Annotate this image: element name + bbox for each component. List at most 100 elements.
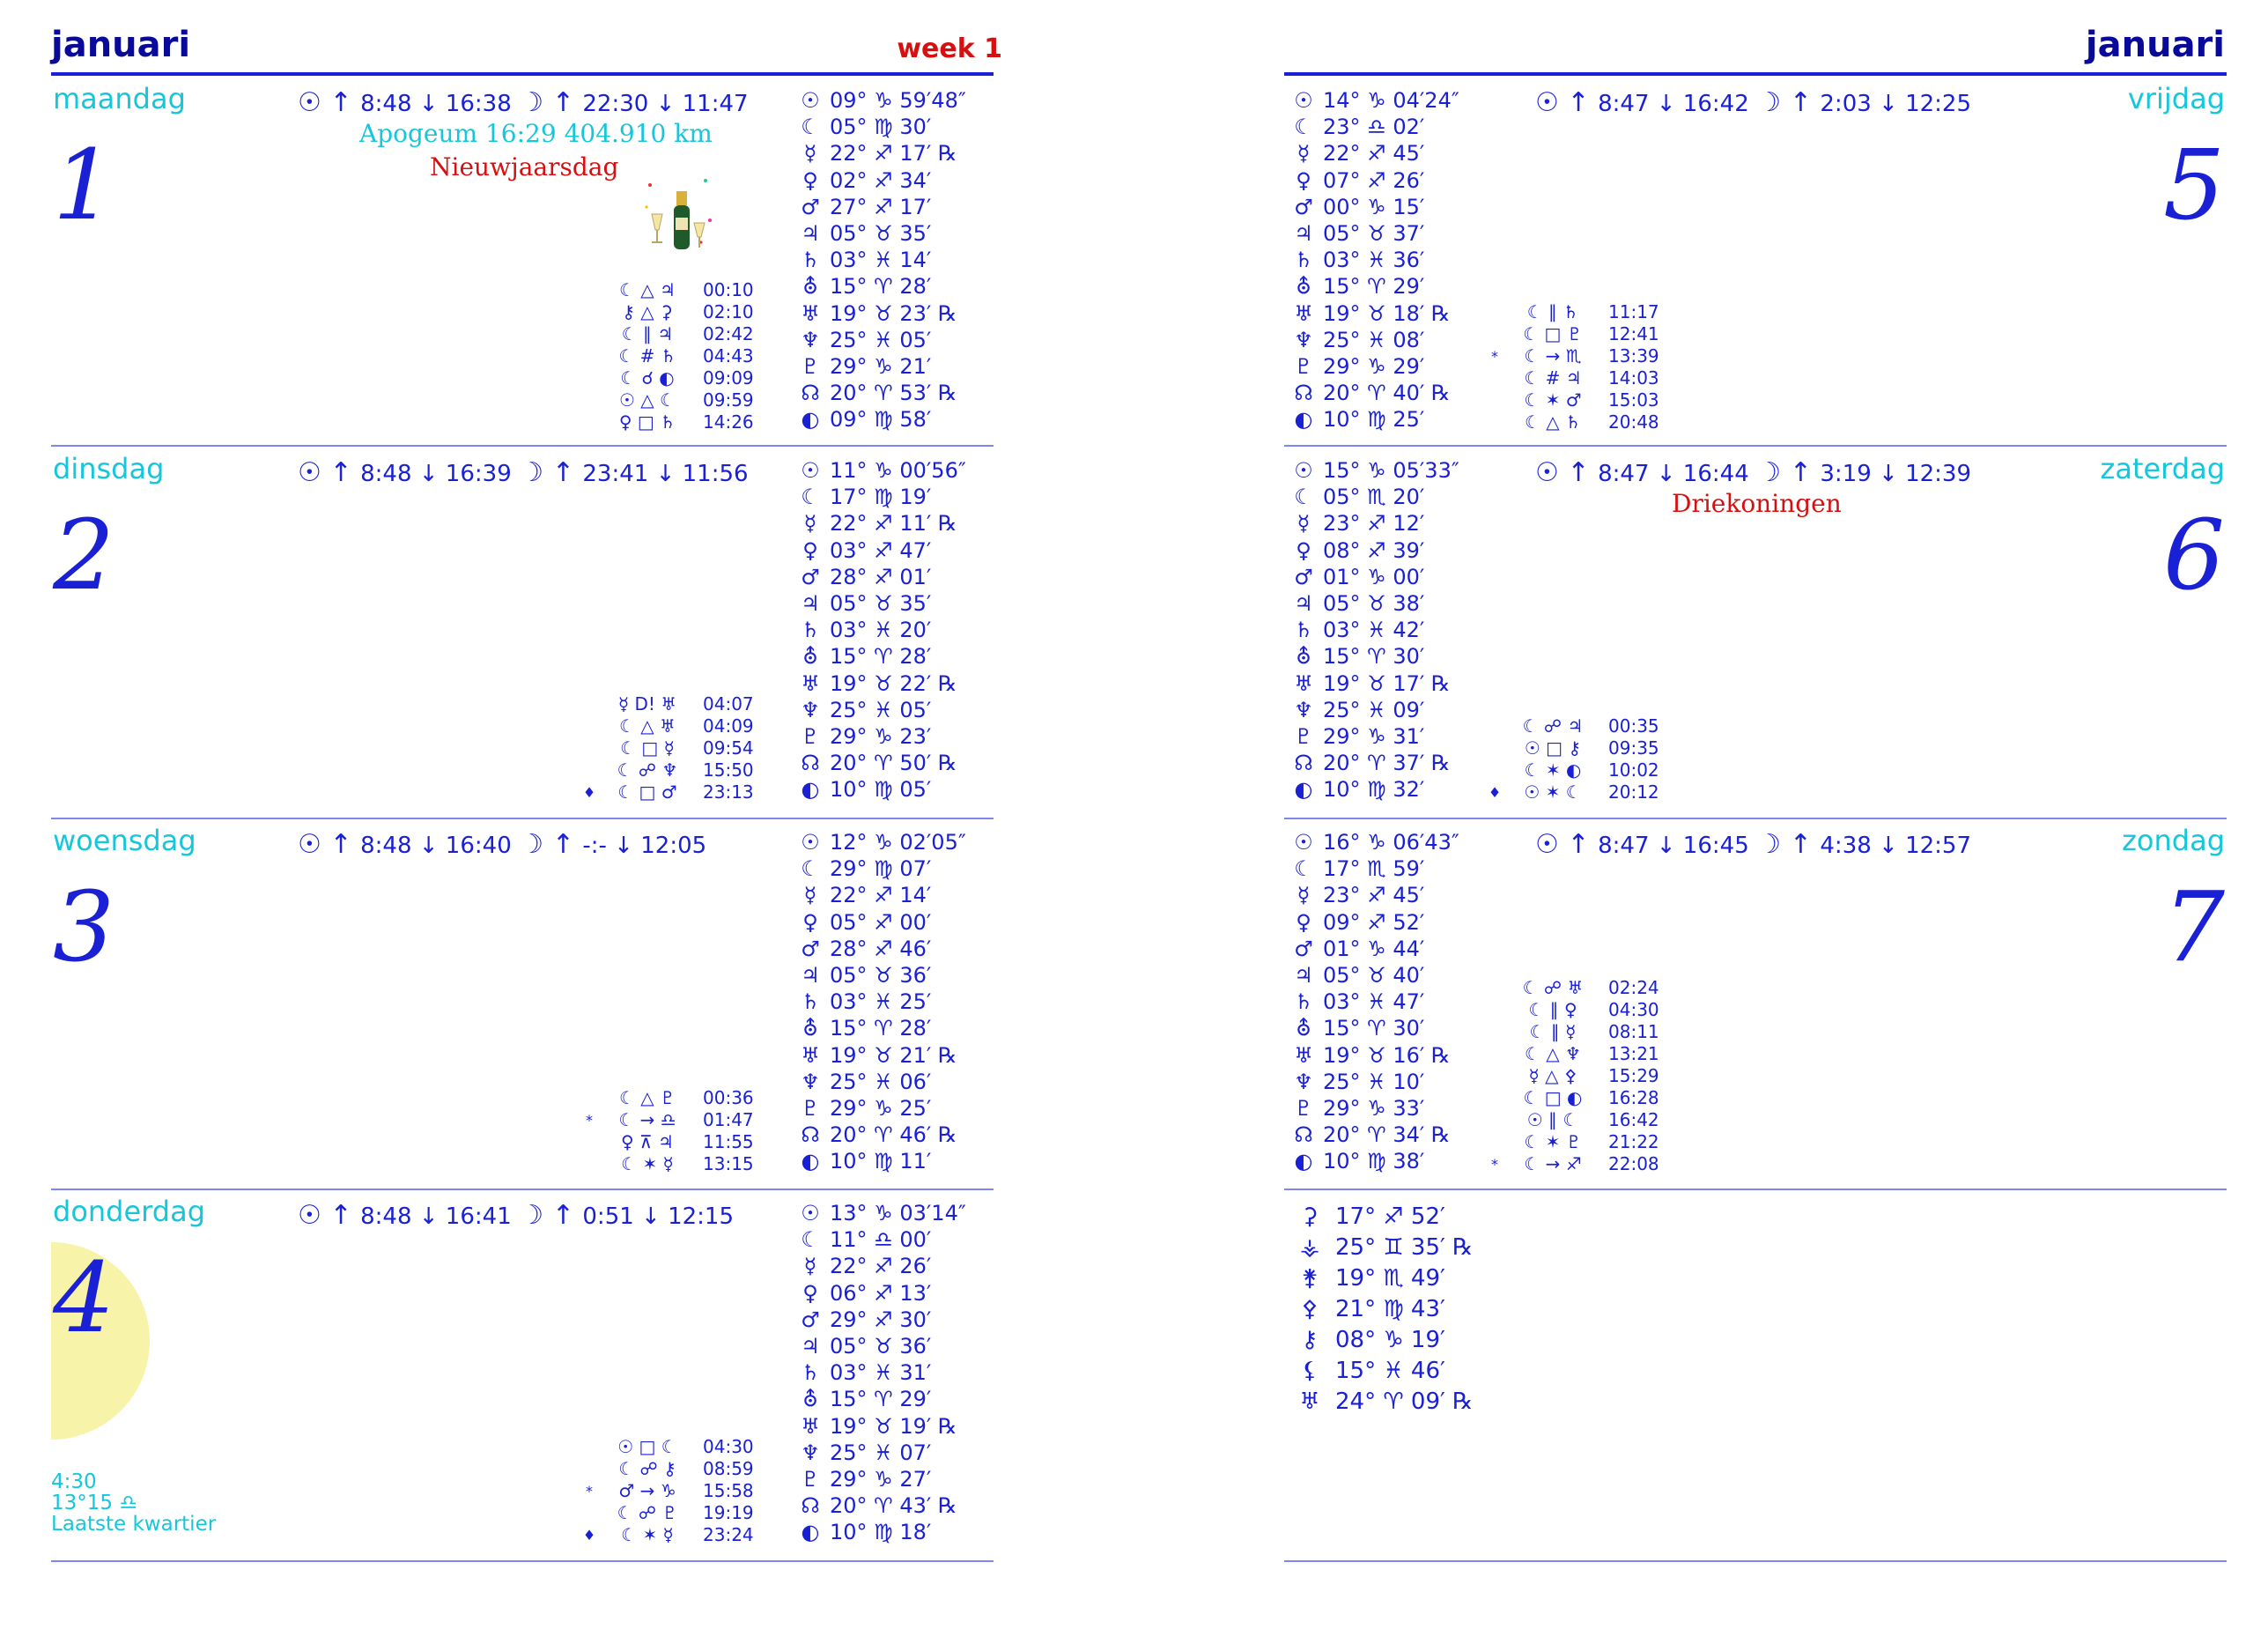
planet-row: ☿23° ♐ 12′	[1284, 510, 1459, 537]
planet-row: ♂01° ♑ 44′	[1284, 936, 1459, 962]
holiday-label: Driekoningen	[1672, 489, 1842, 518]
planet-position: 00° ♑ 15′	[1323, 194, 1425, 219]
planet-glyph-icon: ◐	[1294, 407, 1313, 433]
sun-icon: ☉ ↑	[1535, 457, 1599, 488]
aspect-marker	[1485, 367, 1504, 389]
planet-glyph-icon: ☉	[801, 1201, 820, 1225]
planet-position: 20° ♈ 40′ ℞	[1323, 381, 1451, 406]
planet-glyph-icon: ♃	[1294, 221, 1313, 247]
aspect-time: 23:13	[703, 781, 754, 803]
planet-glyph-icon: ⛢	[1296, 274, 1311, 300]
planet-glyph-icon: ☿	[803, 883, 817, 908]
planet-row: ☉09° ♑ 59′48″	[791, 87, 966, 114]
aspect-list: ☾ ☍ ♃00:35☉ □ ⚷09:35☾ ✶ ◐10:02♦☉ ✶ ☾20:1…	[1485, 715, 1688, 803]
aspect-time: 13:15	[703, 1152, 754, 1174]
aspect-marker	[580, 1153, 599, 1175]
aspect-row: ⚷ △ ⚳02:10	[580, 301, 782, 323]
aspect-row: ☉ □ ⚷09:35	[1485, 737, 1688, 759]
aspect-time: 09:59	[703, 389, 754, 411]
planet-row: ♇29° ♑ 29′	[1284, 353, 1459, 380]
planet-row: ♅19° ♉ 22′ ℞	[791, 670, 966, 697]
planet-glyph-icon: ♅	[1294, 1042, 1313, 1068]
planet-glyph-icon: ☊	[801, 1122, 820, 1148]
day-name: zondag	[2122, 824, 2225, 857]
aspect-marker	[1485, 737, 1504, 759]
planet-glyph-icon: ♆	[801, 327, 820, 352]
planet-row: ☉14° ♑ 04′24″	[1284, 87, 1459, 114]
aspect-marker	[1485, 301, 1504, 323]
aspect-row: ☾ △ ♇00:36	[580, 1087, 782, 1109]
aspect-glyphs: ☾ □ ♇	[1523, 322, 1583, 344]
planet-glyph-icon: ♅	[1294, 670, 1313, 696]
planet-position: 12° ♑ 02′05″	[830, 830, 966, 855]
moon-phase-label: Laatste kwartier	[51, 1513, 217, 1536]
planet-row: ♆25° ♓ 07′	[791, 1440, 966, 1466]
aspect-marker	[1485, 715, 1504, 737]
moon-icon: ☽ ↑	[1748, 87, 1821, 118]
planet-position: 20° ♈ 34′ ℞	[1323, 1122, 1451, 1148]
planet-glyph-icon: ♅	[801, 670, 820, 696]
planet-row: ☾17° ♏ 59′	[1284, 855, 1459, 882]
aspect-time: 11:55	[703, 1130, 754, 1152]
day-number: 2	[53, 499, 115, 611]
aspect-glyphs: ☾ # ♄	[618, 344, 676, 367]
extra-body-row: ⚴21° ♍ 43′	[1284, 1294, 1473, 1325]
aspect-time: 09:54	[703, 737, 754, 759]
day-separator	[1284, 445, 2227, 447]
planet-glyph-icon: ♅	[801, 300, 820, 326]
aspect-time: 02:42	[703, 322, 754, 344]
planet-row: ♂28° ♐ 46′	[791, 936, 966, 962]
planet-glyph-icon: ◐	[801, 1520, 820, 1545]
planet-glyph-icon: ♅	[801, 1042, 820, 1068]
planet-row: ☾29° ♍ 07′	[791, 855, 966, 882]
planet-row: ◐10° ♍ 05′	[791, 776, 966, 803]
planet-position: 23° ♐ 12′	[1323, 511, 1425, 537]
planet-row: ♂01° ♑ 00′	[1284, 564, 1459, 590]
planet-position: 22° ♐ 45′	[1323, 141, 1425, 167]
planet-row: ☉15° ♑ 05′33″	[1284, 457, 1459, 484]
planet-position: 25° ♓ 05′	[830, 697, 932, 722]
planet-row: ⛢15° ♈ 28′	[791, 273, 966, 300]
planet-positions: ☉16° ♑ 06′43″☾17° ♏ 59′☿23° ♐ 45′♀09° ♐ …	[1284, 829, 1459, 1175]
planet-position: 15° ♈ 28′	[830, 274, 932, 300]
planet-glyph-icon: ⛢	[1296, 1016, 1311, 1041]
planet-row: ☊20° ♈ 50′ ℞	[791, 750, 966, 776]
rise-set-times: ☉ ↑ 8:48 ↓ 16:39 ☽ ↑ 23:41 ↓ 11:56	[298, 457, 749, 488]
aspect-glyphs: ♂ → ♑	[618, 1479, 676, 1501]
sun-rise-set: 8:47 ↓ 16:44	[1598, 461, 1749, 487]
planet-glyph-icon: ♄	[801, 618, 820, 643]
aspect-time: 02:10	[703, 300, 754, 322]
planet-position: 03° ♓ 25′	[830, 989, 932, 1015]
planet-glyph-icon: ⛢	[1296, 644, 1311, 670]
moon-phase-time: 4:30	[51, 1470, 97, 1493]
day-number: 3	[53, 870, 115, 983]
aspect-glyphs: ☾ → ♎	[618, 1108, 676, 1130]
planet-row: ♆25° ♓ 08′	[1284, 327, 1459, 353]
planet-row: ☉11° ♑ 00′56″	[791, 457, 966, 484]
day-name: woensdag	[53, 824, 196, 857]
aspect-marker	[1485, 759, 1504, 781]
moon-rise-set: 0:51 ↓ 12:15	[582, 1203, 735, 1230]
planet-position: 20° ♈ 50′ ℞	[830, 751, 957, 776]
planet-position: 19° ♉ 21′ ℞	[830, 1042, 957, 1068]
planet-row: ♃05° ♉ 35′	[791, 220, 966, 247]
planet-glyph-icon: ☾	[1294, 115, 1313, 140]
aspect-glyphs: ☾ △ ♅	[619, 715, 676, 737]
planet-glyph-icon: ♂	[1294, 194, 1313, 219]
aspect-time: 21:22	[1608, 1130, 1659, 1152]
planet-glyph-icon: ♂	[801, 194, 820, 219]
planet-row: ♃05° ♉ 38′	[1284, 590, 1459, 617]
aspect-glyphs: ☾ ✶ ♂	[1524, 389, 1582, 411]
planet-position: 29° ♐ 30′	[830, 1307, 932, 1332]
planet-row: ♄03° ♓ 42′	[1284, 617, 1459, 643]
aspect-glyphs: ☾ □ ◐	[1523, 1086, 1583, 1108]
rise-set-times: ☉ ↑ 8:47 ↓ 16:45 ☽ ↑ 4:38 ↓ 12:57	[1535, 829, 1971, 860]
aspect-time: 09:35	[1608, 737, 1659, 759]
aspect-glyphs: ☉ □ ☾	[617, 1435, 677, 1457]
rise-set-times: ☉ ↑ 8:48 ↓ 16:38 ☽ ↑ 22:30 ↓ 11:47	[298, 87, 749, 118]
planet-position: 22° ♐ 11′ ℞	[830, 511, 957, 537]
planet-glyph-icon: ♆	[801, 1440, 820, 1465]
aspect-time: 00:10	[703, 278, 754, 300]
planet-position: 09° ♑ 59′48″	[830, 88, 966, 113]
aspect-time: 08:11	[1608, 1020, 1659, 1042]
